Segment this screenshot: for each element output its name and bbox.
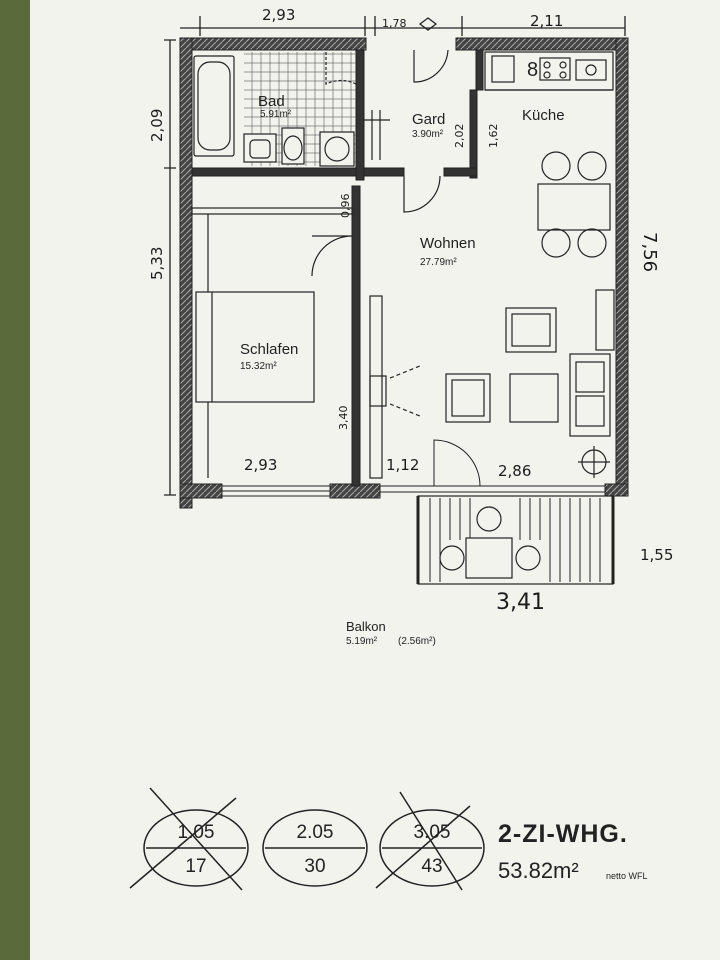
apartment-type: 2-ZI-WHG. bbox=[498, 820, 628, 848]
balcony bbox=[416, 495, 615, 585]
interior-walls bbox=[191, 49, 484, 487]
oval-3-top: 3.05 bbox=[413, 822, 451, 843]
room-label-schlafen: Schlafen bbox=[240, 341, 299, 358]
dim-bed-wall: 3,40 bbox=[337, 405, 350, 431]
room-area-wohnen: 27.79m² bbox=[420, 257, 457, 268]
oval-1-top: 1.05 bbox=[177, 822, 215, 843]
bedroom-furniture bbox=[191, 207, 353, 478]
balcony-door bbox=[380, 439, 605, 493]
washbasin bbox=[243, 133, 277, 163]
total-area-note: netto WFL bbox=[606, 871, 648, 881]
total-area: 53.82m² bbox=[498, 858, 579, 883]
room-area-schlafen: 15.32m² bbox=[240, 361, 277, 372]
dim-gard-width: 2,02 bbox=[453, 123, 466, 149]
stove-label: 8 bbox=[527, 59, 539, 81]
room-area-bad: 5.91m² bbox=[260, 109, 292, 120]
toilet bbox=[281, 127, 305, 165]
dim-left-lower: 5,33 bbox=[148, 246, 166, 280]
dim-top-left: 2,93 bbox=[262, 6, 296, 24]
bathroom-fixtures bbox=[193, 52, 357, 167]
bedroom-window bbox=[222, 485, 330, 497]
washing-machine bbox=[319, 131, 355, 167]
room-area-balkon-half: (2.56m²) bbox=[398, 636, 436, 647]
dim-balcony-width: 3,41 bbox=[496, 590, 545, 615]
dim-bed-bottom: 2,93 bbox=[244, 456, 278, 474]
dim-hall-width: 0,96 bbox=[339, 193, 352, 219]
bathtub bbox=[193, 55, 235, 157]
dimension-lines bbox=[164, 16, 626, 496]
legend-crosses bbox=[129, 787, 471, 891]
room-label-balkon: Balkon bbox=[346, 619, 386, 634]
dim-door-bottom: 1,12 bbox=[386, 456, 420, 474]
dim-living-bottom: 2,86 bbox=[498, 462, 532, 480]
dim-balcony-depth: 1,55 bbox=[640, 546, 674, 564]
dim-kitchen-passage: 1,62 bbox=[487, 123, 500, 149]
room-label-kueche: Küche bbox=[522, 107, 565, 124]
oval-2-top: 2.05 bbox=[296, 822, 334, 843]
room-area-balkon: 5.19m² bbox=[346, 636, 378, 647]
room-label-wohnen: Wohnen bbox=[420, 235, 476, 252]
dim-left-upper: 2,09 bbox=[148, 108, 166, 142]
room-label-bad: Bad bbox=[258, 93, 285, 110]
wardrobe-fixtures bbox=[364, 49, 449, 213]
room-label-gard: Gard bbox=[412, 111, 446, 128]
dim-top-mid: 1,78 bbox=[382, 17, 407, 30]
oval-2-bottom: 30 bbox=[304, 856, 326, 877]
kitchen-fixtures bbox=[484, 51, 614, 258]
living-room-furniture bbox=[311, 235, 615, 479]
room-area-gard: 3.90m² bbox=[412, 129, 444, 140]
oval-1-bottom: 17 bbox=[185, 856, 207, 877]
legend-ovals bbox=[143, 809, 485, 887]
dim-top-right: 2,11 bbox=[530, 12, 564, 30]
dim-right: 7,56 bbox=[639, 232, 660, 273]
oval-3-bottom: 43 bbox=[421, 856, 443, 877]
